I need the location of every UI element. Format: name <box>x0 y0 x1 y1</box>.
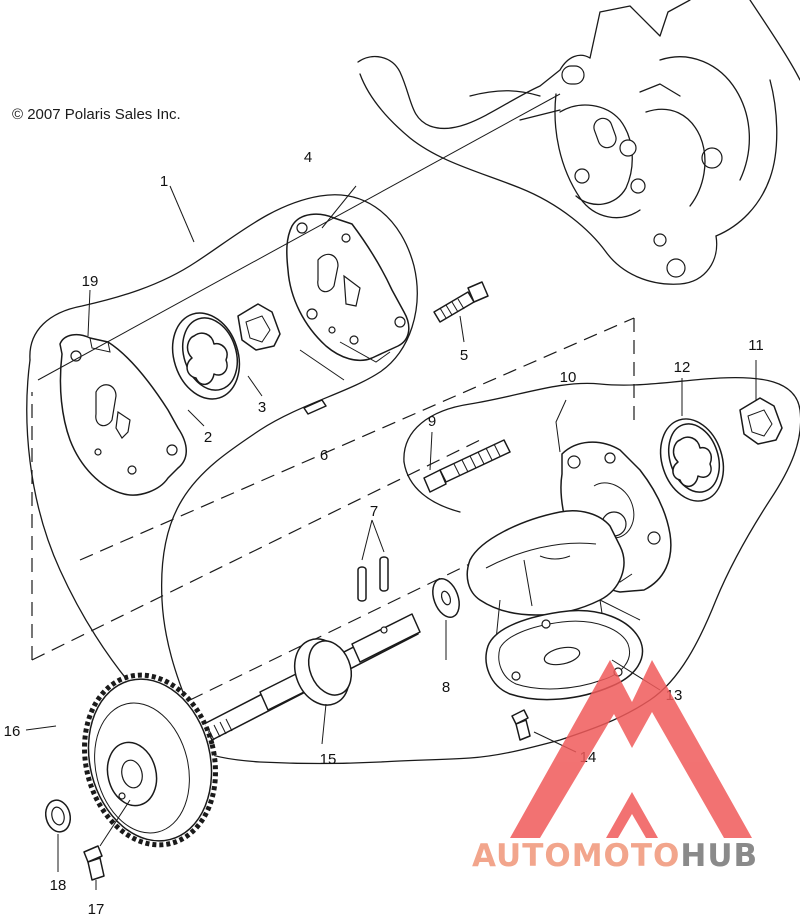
callout-1: 1 <box>160 173 168 190</box>
crankcase-housing <box>357 0 800 285</box>
part-17-bolt <box>83 845 105 881</box>
part-3-inner-rotor <box>237 303 281 351</box>
callout-18: 18 <box>50 877 67 894</box>
part-11-inner-rotor <box>739 397 783 445</box>
callout-17: 17 <box>88 901 105 917</box>
watermark-text: AUTOMOTOHUB <box>472 838 758 874</box>
part-4-pump-body <box>286 213 410 363</box>
callout-5: 5 <box>460 347 468 364</box>
callout-15: 15 <box>320 751 337 768</box>
part-7-pins <box>357 556 389 602</box>
callout-16: 16 <box>4 723 21 740</box>
callout-4: 4 <box>304 149 312 166</box>
assembly-outline-1 <box>29 194 418 711</box>
callout-6: 6 <box>320 447 328 464</box>
callout-11: 11 <box>748 337 764 354</box>
copyright-text: © 2007 Polaris Sales Inc. <box>12 106 181 123</box>
leader-lines <box>25 93 757 890</box>
callout-8: 8 <box>442 679 450 696</box>
housing-dashed-outline <box>31 317 635 661</box>
callout-19: 19 <box>82 273 99 290</box>
callout-7: 7 <box>370 503 378 520</box>
assembly-outline-10 <box>199 376 800 765</box>
watermark-text-part2: HUB <box>680 838 758 874</box>
callout-2: 2 <box>204 429 212 446</box>
part-2-outer-rotor <box>171 312 241 400</box>
part-19-end-plate <box>59 333 187 496</box>
dowel-pin <box>303 399 327 415</box>
part-16-gear <box>82 672 218 848</box>
callout-9: 9 <box>428 413 436 430</box>
part-8-washer <box>432 578 460 618</box>
callout-3: 3 <box>258 399 266 416</box>
part-15-shaft <box>203 613 421 741</box>
part-18-ring <box>44 799 72 833</box>
watermark-triangle-mark <box>510 660 752 838</box>
strainer-screen <box>466 510 625 641</box>
watermark-logo <box>510 660 752 838</box>
callout-12: 12 <box>674 359 691 376</box>
watermark-text-part1: AUTOMOTO <box>472 838 680 874</box>
part-12-outer-rotor <box>659 418 725 502</box>
callout-10: 10 <box>560 369 577 386</box>
part-5-bolt <box>433 281 489 323</box>
part-14-screw <box>511 709 531 741</box>
part-9-bolt <box>423 439 511 493</box>
